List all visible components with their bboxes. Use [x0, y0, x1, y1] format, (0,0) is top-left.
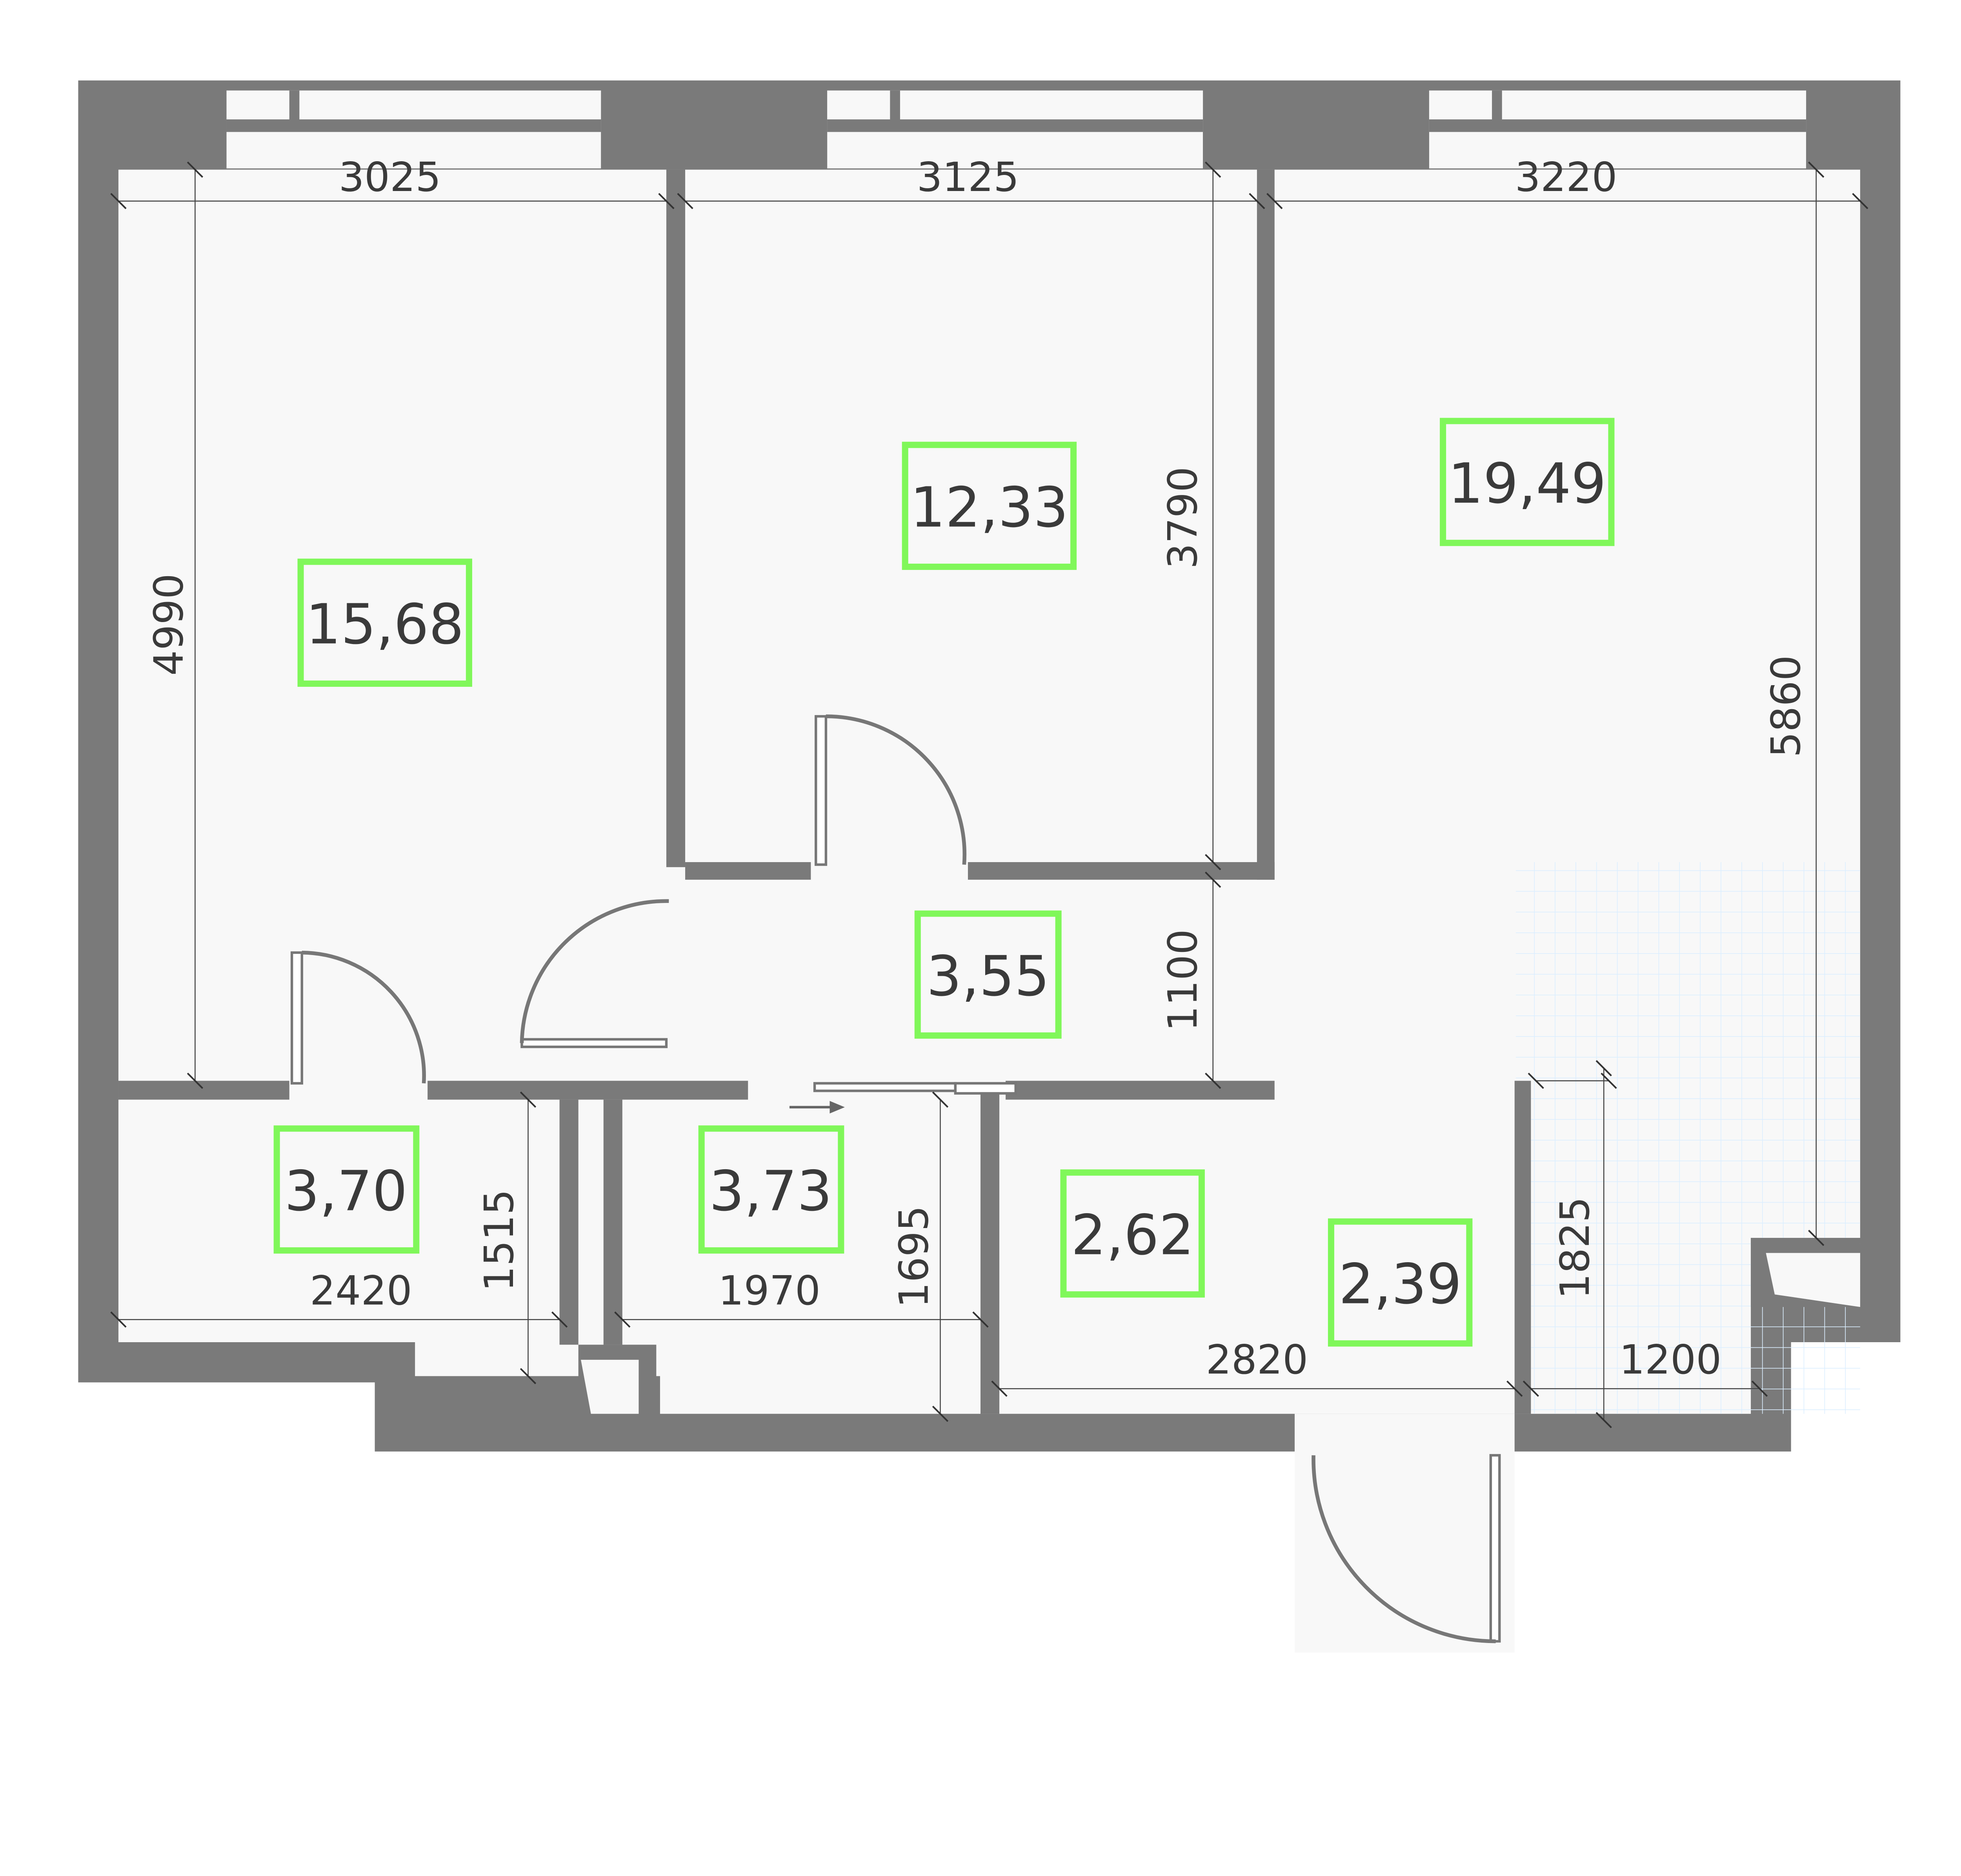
dimension-tick — [614, 1311, 631, 1328]
inner-walls — [118, 169, 1860, 1414]
dimension-tick — [1205, 872, 1221, 888]
area-label: 3,70 — [284, 1159, 407, 1224]
dim-bath2-height: 1695 — [891, 1206, 937, 1308]
dimension-tick — [110, 1311, 127, 1328]
dimension-tick — [187, 1072, 204, 1089]
room-area-bedroom-1: 15,68 — [297, 559, 472, 687]
room-area-bathroom-2: 3,73 — [698, 1125, 844, 1254]
dim-corridor-width: 2820 — [1206, 1337, 1308, 1383]
dimension-tick — [1852, 193, 1868, 209]
dim-right-height: 5860 — [1763, 655, 1810, 757]
dimension-tick — [658, 193, 675, 209]
dimension-tick — [110, 193, 127, 209]
dimension-tick — [1808, 1230, 1825, 1246]
dim-bath1-height: 1515 — [476, 1189, 523, 1292]
dimension-tick — [1595, 1412, 1612, 1428]
room-area-living-kitchen: 19,49 — [1440, 418, 1615, 546]
dimension-tick — [1601, 1072, 1617, 1089]
dim-niche-width: 1200 — [1619, 1337, 1722, 1383]
room-area-hall: 3,55 — [914, 910, 1062, 1039]
windows — [118, 90, 1860, 170]
doors — [290, 714, 1501, 1643]
shaft — [581, 1359, 639, 1414]
area-label: 15,68 — [306, 592, 464, 657]
dim-bath2-width: 1970 — [718, 1268, 820, 1314]
dimension-tick — [520, 1091, 537, 1108]
dimension-tick — [1205, 1072, 1221, 1089]
dim-top-middle: 3125 — [917, 154, 1019, 201]
floor-plan: 3025 3125 3220 4990 3790 5860 1100 2420 … — [78, 80, 1901, 1653]
dimension-tick — [1205, 161, 1221, 178]
dimension-tick — [1595, 1060, 1612, 1077]
dim-hall-height: 1100 — [1160, 929, 1206, 1032]
dimension-tick — [1205, 854, 1221, 870]
room-area-bedroom-2: 12,33 — [902, 442, 1077, 570]
area-label: 12,33 — [910, 475, 1069, 540]
dimension-tick — [1506, 1380, 1523, 1397]
room-area-bathroom-1: 3,70 — [273, 1125, 420, 1254]
area-label: 3,73 — [709, 1159, 832, 1224]
dimension-tick — [1249, 193, 1265, 209]
dim-left-height: 4990 — [146, 573, 192, 676]
room-area-corridor: 2,62 — [1060, 1169, 1205, 1298]
room-area-entrance: 2,39 — [1328, 1218, 1473, 1347]
dim-top-left: 3025 — [339, 154, 441, 201]
dimension-tick — [1808, 161, 1825, 178]
dimension-tick — [520, 1368, 537, 1385]
dim-middle-height: 3790 — [1160, 467, 1206, 569]
area-label: 2,39 — [1339, 1252, 1462, 1317]
dimension-tick — [991, 1380, 1008, 1397]
area-label: 19,49 — [1448, 452, 1606, 516]
dimension-lines — [118, 169, 1860, 1420]
area-label: 2,62 — [1071, 1203, 1194, 1268]
shaft — [1766, 1253, 1860, 1307]
dimension-tick — [972, 1311, 989, 1328]
dim-bath1-width: 2420 — [310, 1268, 412, 1314]
floor — [118, 169, 1860, 1414]
dimension-tick — [932, 1405, 949, 1422]
dim-niche-height: 1825 — [1552, 1197, 1599, 1299]
dimension-tick — [1523, 1380, 1539, 1397]
dimension-tick — [551, 1311, 568, 1328]
area-label: 3,55 — [926, 944, 1050, 1009]
dimension-tick — [187, 161, 204, 178]
dimension-tick — [1266, 193, 1283, 209]
entrance-vestibule — [1295, 1414, 1515, 1653]
kitchen-grid — [1515, 862, 1860, 1414]
dimension-tick — [932, 1091, 949, 1108]
dim-top-right: 3220 — [1515, 154, 1617, 201]
dimension-tick — [1528, 1072, 1544, 1089]
dimension-tick — [677, 193, 693, 209]
dimension-tick — [1751, 1380, 1768, 1397]
